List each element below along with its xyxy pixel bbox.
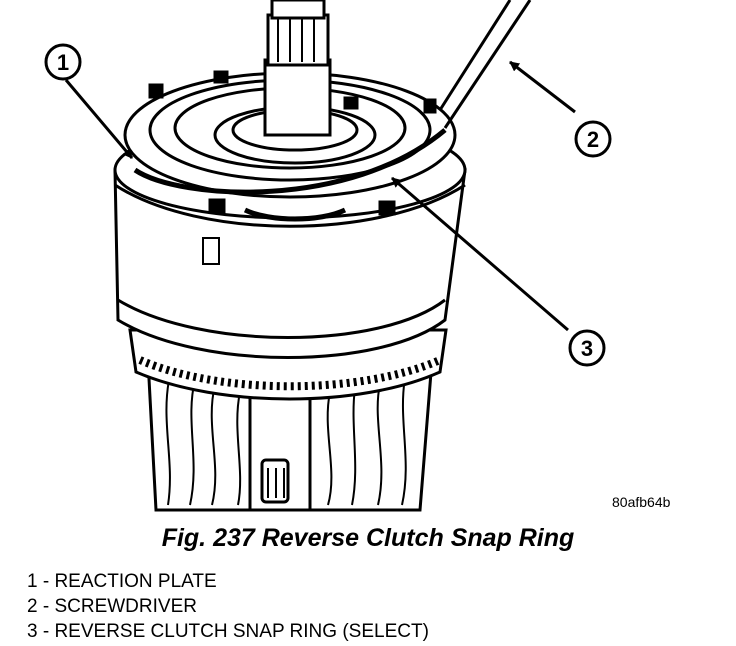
legend-item: 3 - REVERSE CLUTCH SNAP RING (SELECT) [27,621,429,642]
callout-2: 2 [574,120,612,158]
leader-line-3 [391,176,569,332]
figure-caption: Fig. 237 Reverse Clutch Snap Ring [161,524,575,552]
leader-line-1 [64,79,134,159]
svg-text:1: 1 [57,50,69,75]
svg-text:3: 3 [581,336,593,361]
callout-leaders [64,60,576,332]
legend-item: 1 - REACTION PLATE [27,571,217,592]
clutch-assembly-illustration: 1 2 3 [44,0,612,512]
lower-drum [146,358,434,512]
figure-reference-code: 80afb64b [612,494,671,510]
callout-1: 1 [44,43,82,81]
callout-3: 3 [568,329,606,367]
svg-text:2: 2 [587,127,599,152]
snap-ring [133,128,447,195]
legend: 1 - REACTION PLATE 2 - SCREWDRIVER 3 - R… [27,569,429,644]
legend-item: 2 - SCREWDRIVER [27,596,197,617]
leader-line-2 [509,60,576,114]
input-shaft [263,0,332,137]
screwdriver [438,0,532,129]
